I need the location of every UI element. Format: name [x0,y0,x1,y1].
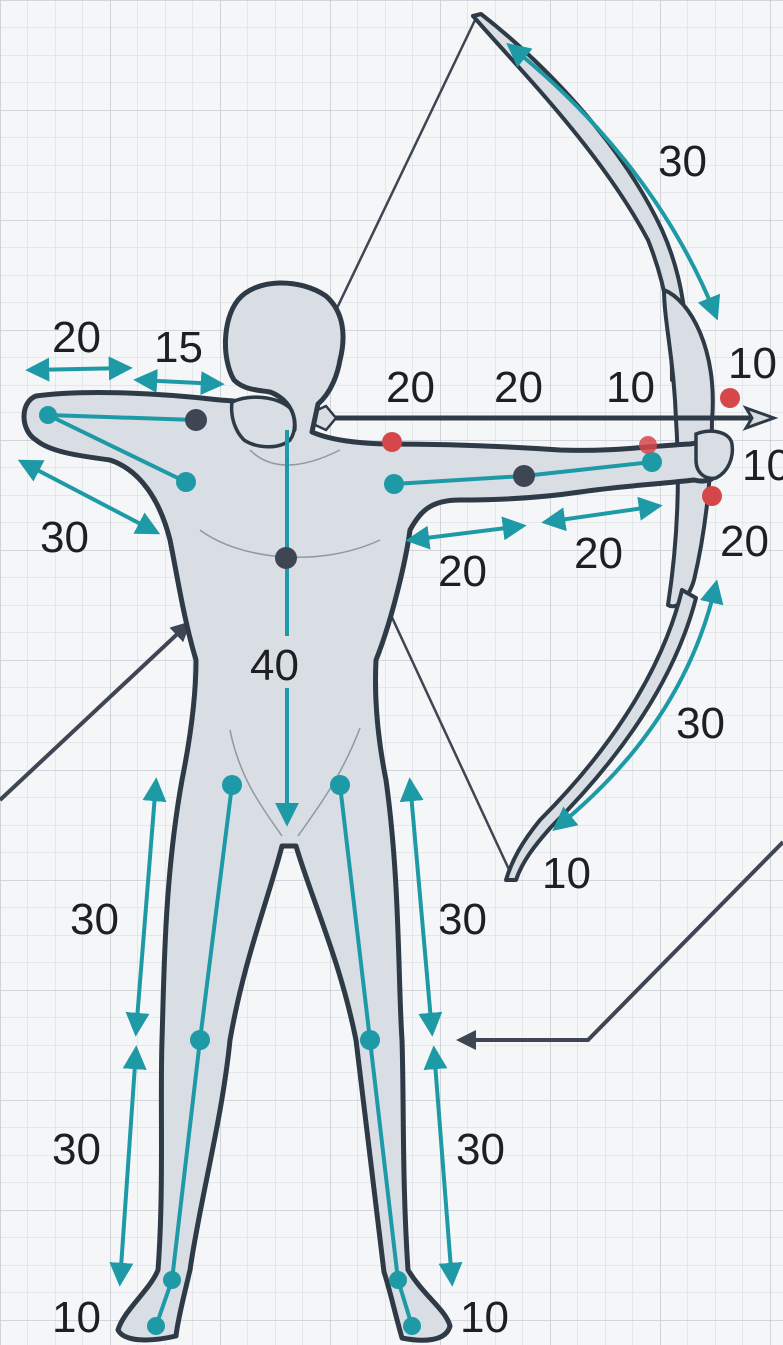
label-bow-upper-tip-right: 10 [728,339,777,388]
marker-shoulder-top-red [382,432,402,452]
label-left-hand-span: 20 [52,313,101,362]
label-right-wrist-top: 10 [606,363,655,412]
label-right-forearm-under: 20 [574,529,623,578]
joint-left-hip [222,775,242,795]
label-bow-lower-grip-right: 20 [720,517,769,566]
label-bow-lower-tip: 10 [542,849,591,898]
dim-arrow-left-hand [30,368,128,370]
label-bow-grip-right: 10 [742,441,783,490]
bow-hand [696,431,732,478]
joint-left-knee [190,1030,210,1050]
joint-right-hip [330,775,350,795]
joint-left-ankle [163,1271,181,1289]
label-bow-upper-limb: 30 [658,137,707,186]
joint-chest-center [275,547,297,569]
label-right-thigh: 30 [438,895,487,944]
label-left-upper-arm-span: 30 [40,513,89,562]
joint-left-toe [147,1317,165,1335]
label-left-forearm-span: 15 [154,323,203,372]
marker-bow-lower-red [702,486,722,506]
joint-left-elbow [185,409,207,431]
label-right-shoulder-top: 20 [386,363,435,412]
marker-wrist-red [639,436,657,454]
label-left-shin: 30 [52,1125,101,1174]
joint-right-knee [360,1030,380,1050]
joint-right-shoulder [384,474,404,494]
label-left-foot: 10 [52,1293,101,1342]
label-right-upper-arm-under: 20 [438,547,487,596]
joint-left-hand [39,406,57,424]
joint-left-shoulder [176,472,196,492]
label-torso-height: 40 [250,641,299,690]
label-bow-lower-limb: 30 [676,699,725,748]
joint-right-elbow [513,465,535,487]
marker-bow-upper-red [720,388,740,408]
label-left-thigh: 30 [70,895,119,944]
label-right-shin: 30 [456,1125,505,1174]
joint-right-ankle [389,1271,407,1289]
joint-right-wrist [642,452,662,472]
label-right-foot: 10 [460,1293,509,1342]
label-right-mid-arm-top: 20 [494,363,543,412]
joint-right-toe [403,1317,421,1335]
